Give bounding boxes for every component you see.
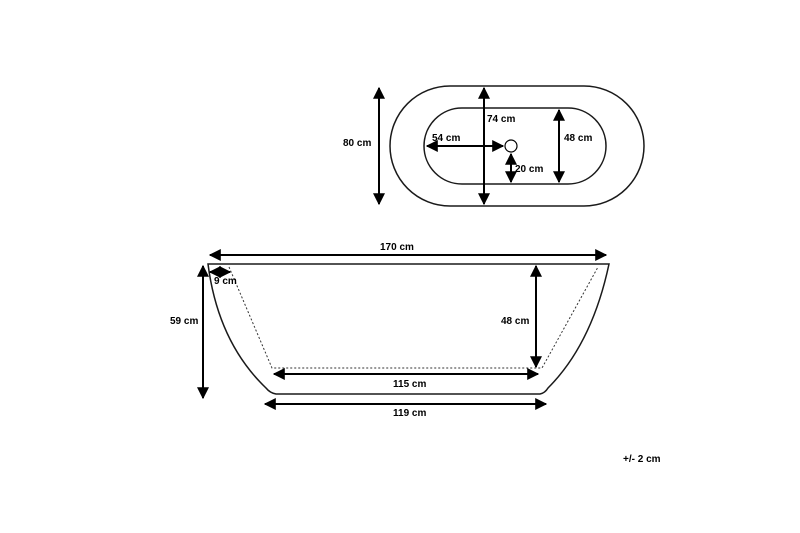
tub-inner-basin <box>423 107 607 185</box>
label-59cm: 59 cm <box>170 316 198 327</box>
label-80cm: 80 cm <box>343 138 371 149</box>
label-9cm: 9 cm <box>214 276 237 287</box>
side-view: 170 cm 9 cm 59 cm 48 cm 115 cm 119 cm <box>170 242 610 419</box>
top-view: 80 cm 74 cm 54 cm 48 cm 20 cm <box>343 85 645 207</box>
drain-icon <box>504 139 518 153</box>
label-170cm: 170 cm <box>380 242 414 253</box>
label-74cm: 74 cm <box>487 114 515 125</box>
label-20cm: 20 cm <box>515 164 543 175</box>
tolerance-note: +/- 2 cm <box>623 454 661 465</box>
tub-outer-outline <box>389 85 645 207</box>
tub-side-outline <box>207 263 610 395</box>
tub-inner-profile <box>228 266 599 369</box>
label-54cm: 54 cm <box>432 133 460 144</box>
label-115cm: 115 cm <box>393 379 426 390</box>
label-48cm-top: 48 cm <box>564 133 592 144</box>
label-119cm: 119 cm <box>393 408 426 419</box>
label-48cm-side: 48 cm <box>501 316 529 327</box>
